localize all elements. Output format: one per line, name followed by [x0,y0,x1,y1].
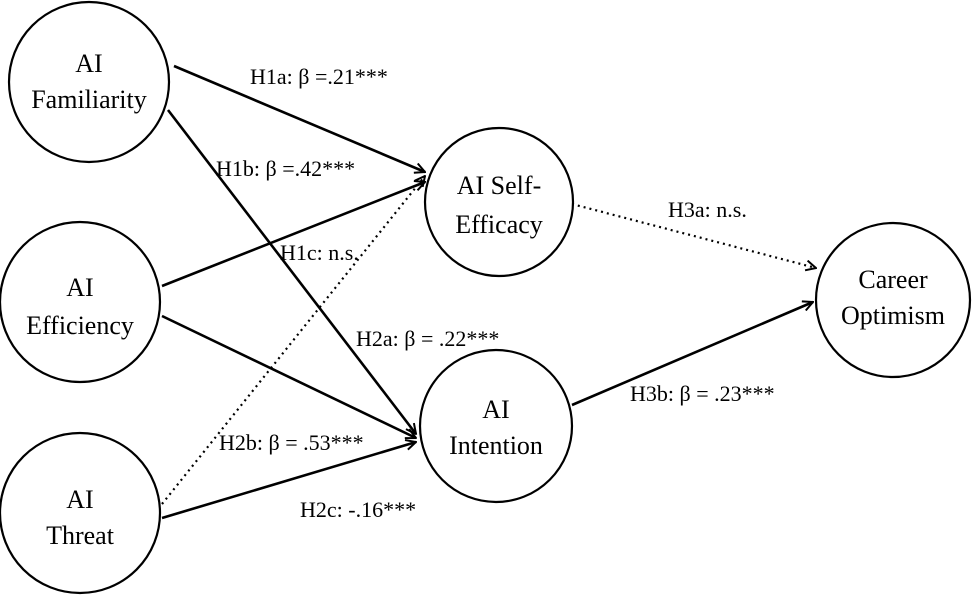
path-label-h1c: H1c: n.s. [280,240,359,265]
node-circle [423,126,575,278]
edge-familiarity-to-self-efficacy [173,64,425,172]
node-label-line2: Efficiency [26,311,134,340]
node-label-line1: AI Self- [457,171,541,200]
node-label-line2: Efficacy [455,210,543,239]
edge-self-efficacy-to-career [571,202,816,268]
node-label-line1: AI [66,485,93,514]
path-label-h3b: H3b: β = .23*** [630,381,775,406]
edge-threat-to-self-efficacy [161,176,425,505]
node-label-line2: Threat [46,521,115,550]
node-label-line1: AI [75,49,102,78]
path-label-h1a: H1a: β =.21*** [250,64,388,89]
node-circle [7,0,171,164]
node-label-line1: AI [482,395,509,424]
node-label-line2: Intention [449,431,543,460]
path-label-h3a: H3a: n.s. [668,197,747,222]
edge-familiarity-to-intention [166,109,416,434]
node-ai-familiarity: AI Familiarity [7,0,171,164]
node-ai-efficiency: AI Efficiency [0,220,162,384]
path-label-h2b: H2b: β = .53*** [219,430,364,455]
node-label-line2: Familiarity [31,85,147,114]
node-label-line2: Optimism [841,301,945,330]
node-circle [0,220,162,384]
node-label-line1: Career [858,265,928,294]
node-circle [814,221,972,379]
edge-intention-to-career [571,302,813,407]
edge-threat-to-intention [161,442,416,520]
node-circle [0,431,162,595]
node-ai-intention: AI Intention [418,348,574,504]
node-ai-self-efficacy: AI Self- Efficacy [423,126,575,278]
node-career-optimism: Career Optimism [814,221,972,379]
node-label-line1: AI [66,273,93,302]
edge-efficiency-to-self-efficacy [161,182,425,288]
node-circle [418,348,574,504]
edge-efficiency-to-intention [161,314,416,438]
path-label-h2c: H2c: -.16*** [300,497,416,522]
path-label-h1b: H1b: β =.42*** [216,156,355,181]
node-ai-threat: AI Threat [0,431,162,595]
path-label-h2a: H2a: β = .22*** [356,326,499,351]
